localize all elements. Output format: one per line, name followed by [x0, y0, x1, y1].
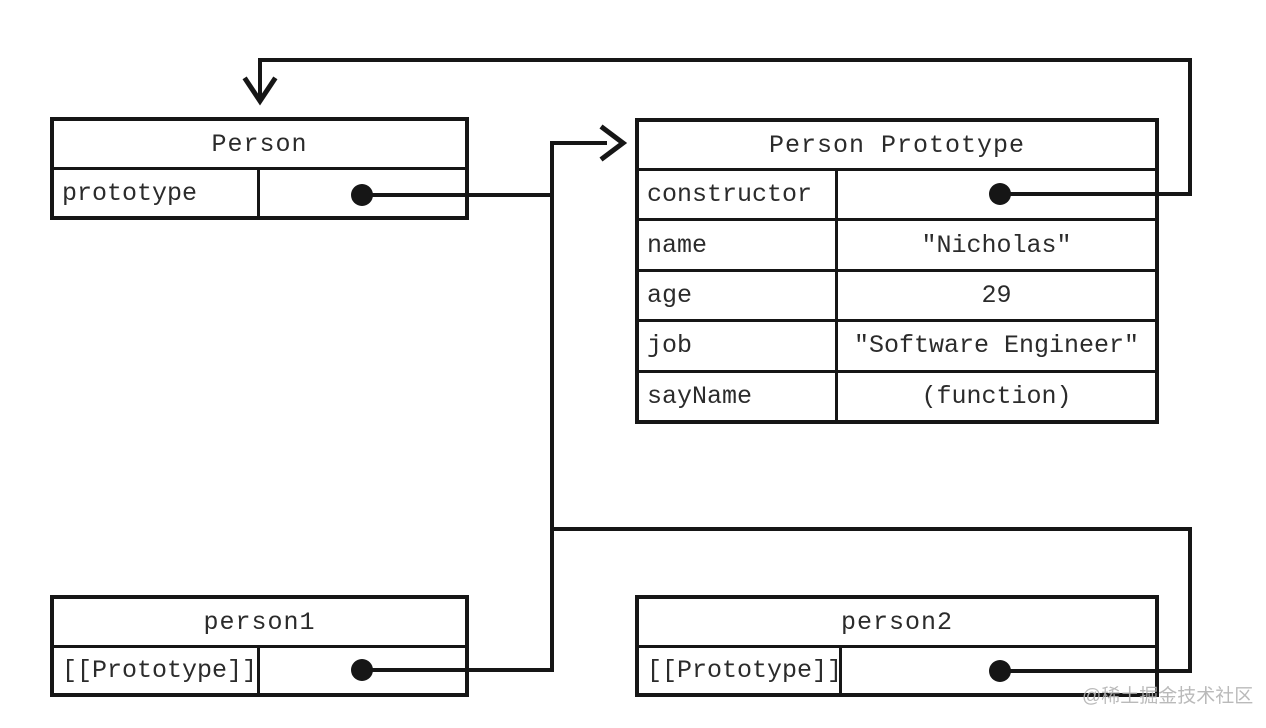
prototype-sayname-value: (function) [921, 381, 1072, 411]
person2-row-prototype: [[Prototype]] [639, 645, 1155, 693]
prototype-sayname-key: sayName [639, 372, 838, 421]
person-prototype-pointer-cell [260, 170, 465, 216]
person1-prototype-key: [[Prototype]] [54, 648, 260, 693]
prototype-job-value: "Software Engineer" [853, 331, 1140, 361]
prototype-name-value: "Nicholas" [921, 230, 1072, 260]
prototype-row-sayname: sayName (function) [639, 369, 1155, 421]
person-prototype-key: prototype [54, 170, 260, 216]
prototype-job-key: job [639, 322, 838, 370]
prototype-constructor-key: constructor [639, 171, 838, 219]
person-box: Person prototype [50, 117, 469, 220]
prototype-row-age: age 29 [639, 268, 1155, 320]
person2-box-title: person2 [840, 607, 954, 637]
person-box-title: Person [211, 129, 308, 159]
person1-row-prototype: [[Prototype]] [54, 645, 465, 693]
prototype-age-key: age [639, 271, 838, 320]
person1-box-title: person1 [203, 607, 316, 637]
prototype-row-constructor: constructor [639, 168, 1155, 219]
arrowhead-right-into-person-prototype [599, 124, 628, 162]
person1-prototype-pointer-cell [260, 648, 465, 693]
connector-trunk-to-person-prototype [362, 141, 607, 672]
prototype-constructor-pointer-cell [838, 171, 1155, 218]
prototype-age-value: 29 [981, 281, 1012, 311]
person-prototype-box-title: Person Prototype [768, 130, 1026, 160]
arrowhead-down-into-person [242, 76, 278, 106]
person2-prototype-key: [[Prototype]] [639, 648, 842, 693]
person1-box: person1 [[Prototype]] [50, 595, 469, 697]
watermark-text: @稀土掘金技术社区 [1082, 686, 1254, 707]
person-row-prototype: prototype [54, 167, 465, 216]
person-prototype-box: Person Prototype constructor name "Nicho… [635, 118, 1159, 424]
person2-box: person2 [[Prototype]] [635, 595, 1159, 697]
prototype-name-key: name [639, 221, 838, 269]
prototype-row-name: name "Nicholas" [639, 218, 1155, 269]
prototype-row-job: job "Software Engineer" [639, 319, 1155, 370]
